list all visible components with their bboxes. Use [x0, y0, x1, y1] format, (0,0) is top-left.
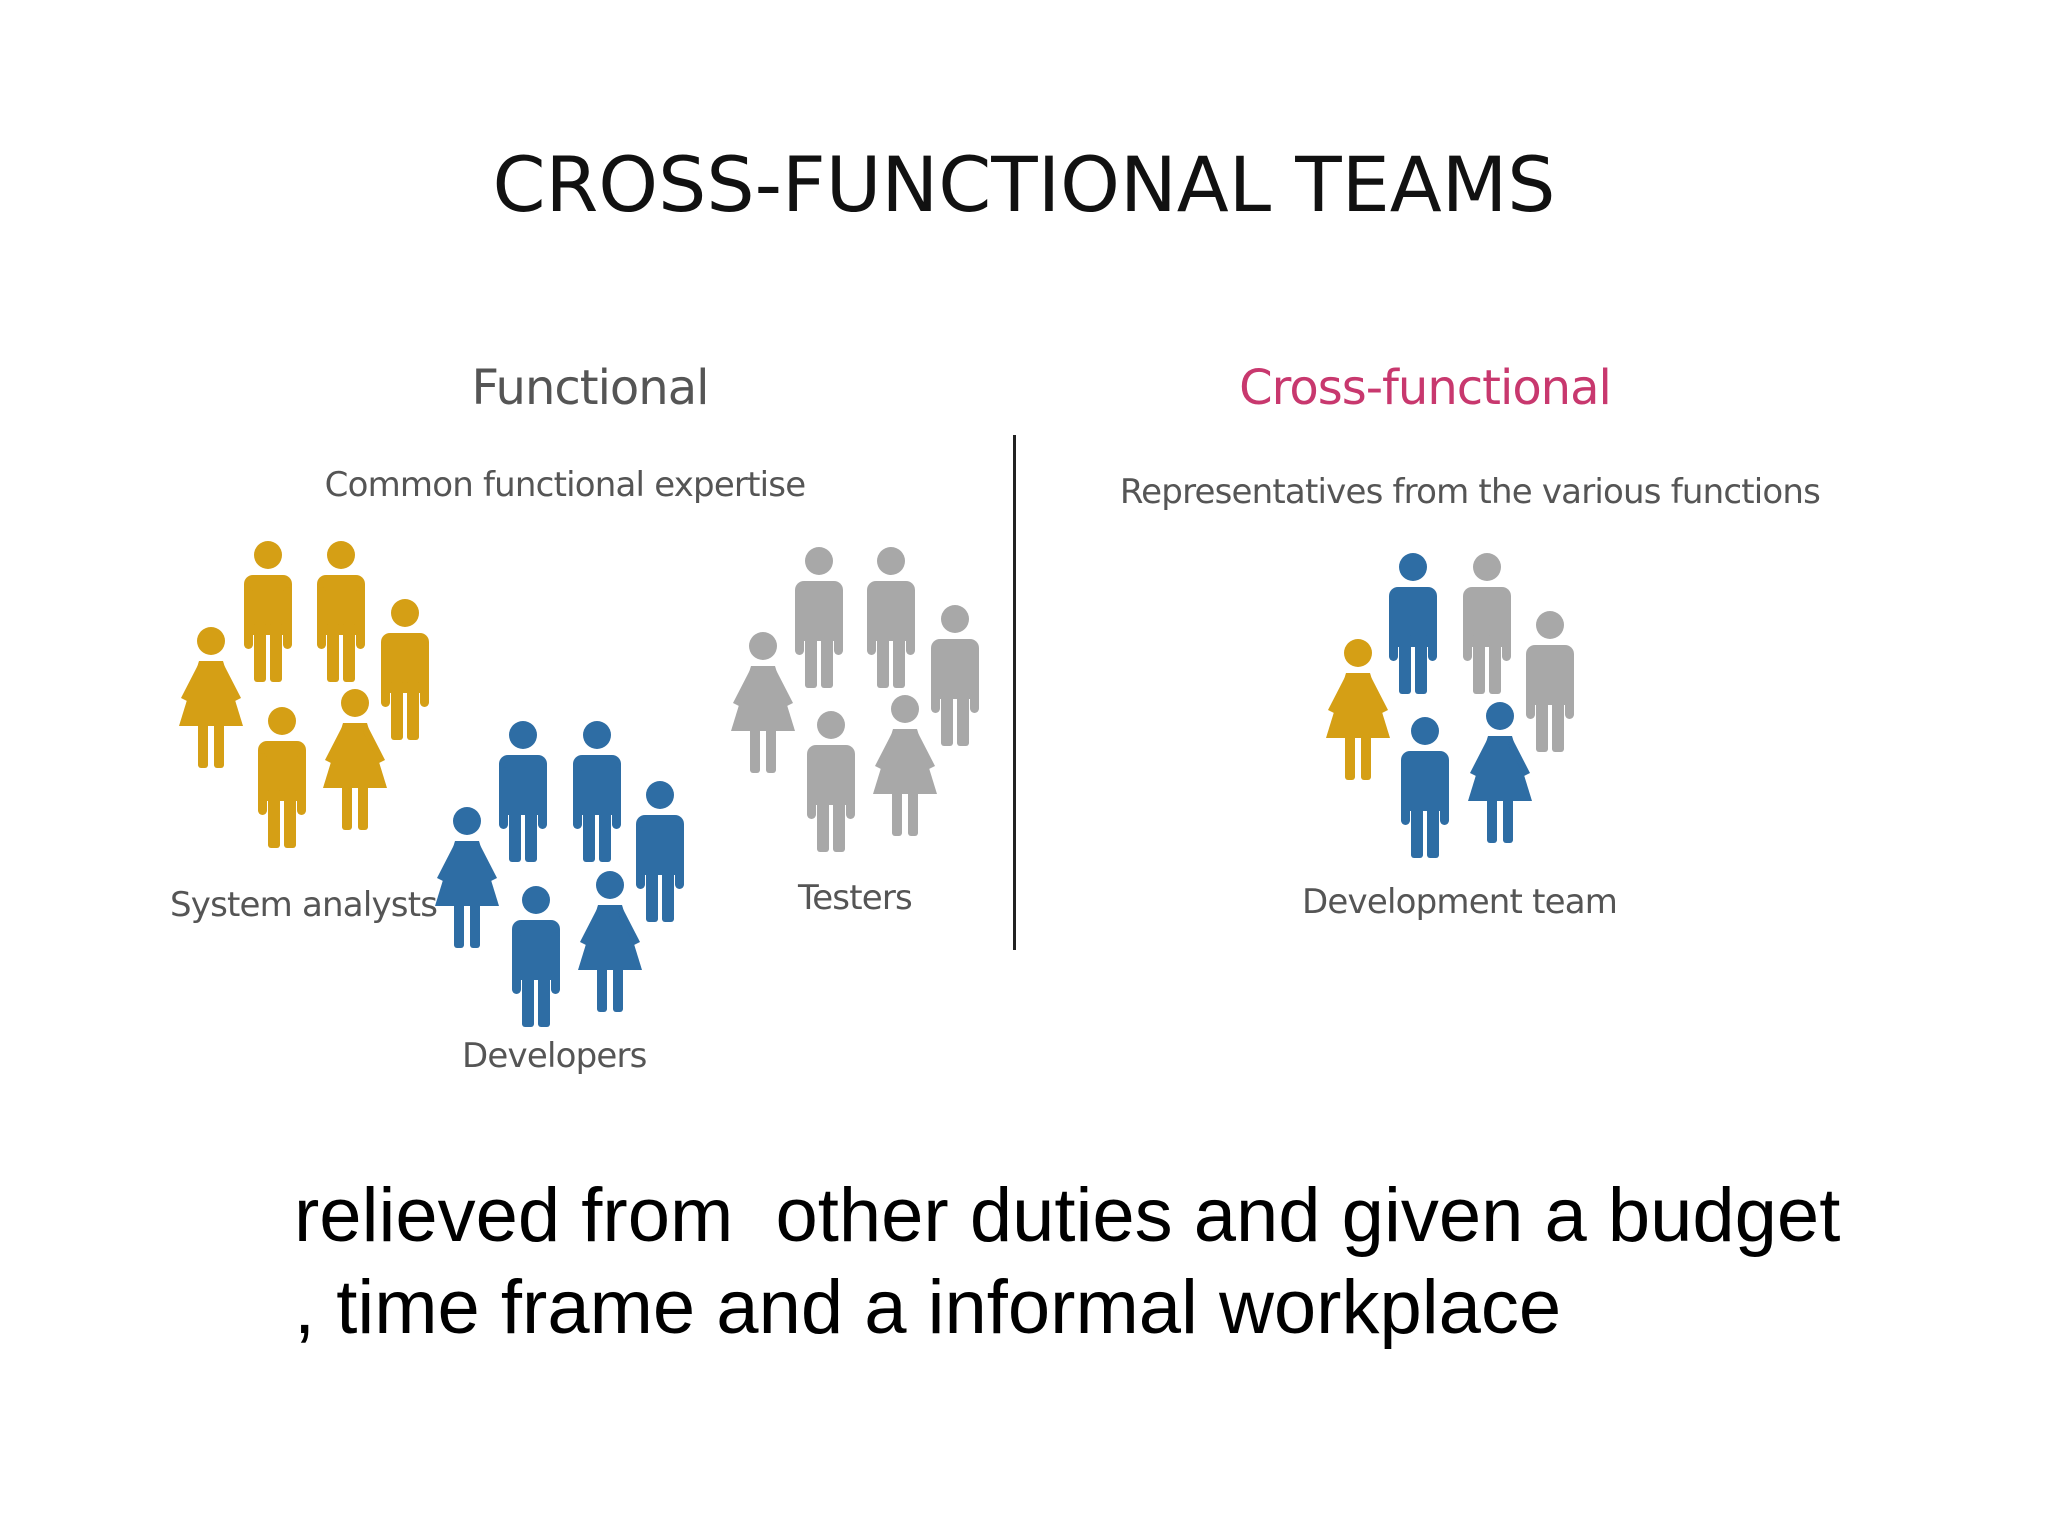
person-icon	[795, 547, 843, 688]
person-icon	[258, 707, 306, 848]
system-analysts-group-icons	[179, 541, 429, 848]
person-icon	[867, 547, 915, 688]
person-icon	[1401, 717, 1449, 858]
slide-caption: relieved from other duties and given a b…	[294, 1170, 1994, 1354]
person-icon	[244, 541, 292, 682]
person-icon	[1468, 702, 1532, 843]
person-icon	[1389, 553, 1437, 694]
slide-title: CROSS-FUNCTIONAL TEAMS	[492, 140, 1556, 229]
section-divider	[1013, 435, 1016, 950]
person-icon	[512, 886, 560, 1027]
person-icon	[873, 695, 937, 836]
person-icon	[323, 689, 387, 830]
person-icon	[499, 721, 547, 862]
cross-functional-subheading: Representatives from the various functio…	[1119, 472, 1821, 512]
functional-subheading: Common functional expertise	[324, 465, 806, 505]
group-label-system-analysts: System analysts	[170, 885, 438, 925]
person-icon	[636, 781, 684, 922]
group-label-testers: Testers	[798, 878, 913, 918]
person-icon	[317, 541, 365, 682]
testers-group-icons	[731, 547, 979, 852]
person-icon	[179, 627, 243, 768]
cross-functional-heading: Cross-functional	[1239, 360, 1612, 416]
functional-heading: Functional	[471, 360, 710, 416]
person-icon	[807, 711, 855, 852]
group-label-development-team: Development team	[1302, 882, 1618, 922]
caption-line-2: , time frame and a informal workplace	[294, 1265, 1562, 1350]
person-icon	[1463, 553, 1511, 694]
group-label-developers: Developers	[462, 1036, 647, 1076]
person-icon	[573, 721, 621, 862]
person-icon	[381, 599, 429, 740]
person-icon	[1326, 639, 1390, 780]
development-team-group-icons	[1326, 553, 1574, 858]
person-icon	[435, 807, 499, 948]
person-icon	[931, 605, 979, 746]
person-icon	[578, 871, 642, 1012]
person-icon	[731, 632, 795, 773]
caption-line-1: relieved from other duties and given a b…	[294, 1173, 1841, 1258]
person-icon	[1526, 611, 1574, 752]
developers-group-icons	[435, 721, 684, 1027]
